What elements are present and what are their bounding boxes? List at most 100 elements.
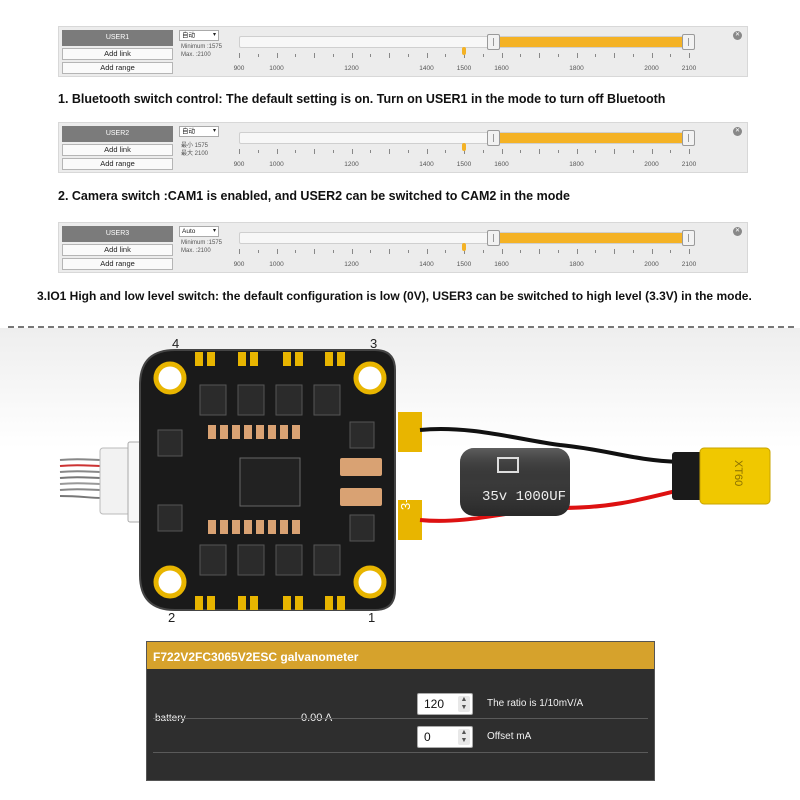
close-icon[interactable]: ✕	[733, 127, 742, 136]
mode-select[interactable]: Auto▾	[179, 226, 219, 237]
tick-label: 2000	[644, 65, 659, 72]
tick-mark	[501, 53, 503, 58]
tick-mark	[614, 249, 615, 254]
range-min-handle[interactable]	[487, 230, 501, 246]
add-link-button[interactable]: Add link	[62, 244, 173, 256]
tick-mark	[651, 249, 653, 254]
tick-mark	[276, 53, 278, 58]
tick-mark	[426, 53, 428, 58]
section-divider	[8, 326, 794, 328]
esc-board: 4 3 2 1 3-8S	[139, 336, 422, 625]
range-min-handle[interactable]	[487, 34, 501, 50]
add-link-button[interactable]: Add link	[62, 48, 173, 60]
tick-scale	[239, 249, 690, 255]
mode-select[interactable]: 自动▾	[179, 30, 219, 41]
tick-mark	[314, 53, 315, 58]
tick-label: 1200	[344, 261, 359, 268]
user3-channel-box: USER3 Add link Add range	[62, 226, 173, 270]
tick-mark	[632, 150, 634, 153]
user2-mode-panel: USER2 Add link Add range 自动▾ 最小 1575 最大 …	[58, 122, 748, 173]
tick-label: 1000	[269, 261, 284, 268]
tick-mark	[389, 149, 390, 154]
stepper-icon[interactable]: ▲▼	[458, 729, 470, 745]
tick-mark	[276, 249, 278, 254]
tick-mark	[332, 54, 334, 57]
tick-scale	[239, 53, 690, 59]
tick-mark	[501, 149, 503, 154]
ratio-input[interactable]: 120 ▲▼	[417, 693, 473, 715]
max-label: 最大 2100	[181, 151, 209, 157]
tick-mark	[295, 54, 297, 57]
caption-io-level: 3.IO1 High and low level switch: the def…	[37, 289, 752, 303]
tick-mark	[576, 249, 578, 254]
divider	[153, 718, 648, 719]
capacitor-label: 35v 1000UF	[482, 489, 566, 505]
offset-label: Offset mA	[487, 731, 532, 742]
tick-mark	[651, 53, 653, 58]
tick-mark	[295, 250, 297, 253]
range-max-handle[interactable]	[682, 130, 695, 146]
range-fill	[493, 133, 690, 143]
tick-mark	[389, 249, 390, 254]
tick-mark	[389, 53, 390, 58]
tick-mark	[426, 249, 428, 254]
add-link-button[interactable]: Add link	[62, 144, 173, 156]
tick-mark	[670, 250, 672, 253]
range-fill	[493, 37, 690, 47]
tick-mark	[257, 150, 259, 153]
tick-label: 1400	[419, 65, 434, 72]
tick-scale	[239, 149, 690, 155]
galvanometer-title: F722V2FC3065V2ESC galvanometer	[147, 642, 654, 669]
min-label: Minimum :1575	[181, 44, 223, 50]
min-label: 最小 1575	[181, 143, 209, 149]
offset-value: 0	[424, 730, 431, 744]
add-range-button[interactable]: Add range	[62, 158, 173, 170]
user3-label: USER3	[62, 226, 173, 242]
caption-bluetooth: 1. Bluetooth switch control: The default…	[58, 92, 666, 106]
add-range-button[interactable]: Add range	[62, 258, 173, 270]
tick-label: 1800	[569, 65, 584, 72]
tick-label: 1000	[269, 65, 284, 72]
close-icon[interactable]: ✕	[733, 227, 742, 236]
tick-label: 1400	[419, 161, 434, 168]
current-value-marker	[462, 143, 466, 151]
max-label: Max. :2100	[181, 248, 211, 254]
ratio-value: 120	[424, 697, 445, 711]
tick-mark	[239, 249, 240, 254]
tick-label: 900	[233, 261, 245, 268]
tick-mark	[520, 150, 522, 153]
tick-mark	[670, 150, 672, 153]
tick-mark	[520, 54, 522, 57]
mode-select[interactable]: 自动▾	[179, 126, 219, 137]
mount-hole	[153, 565, 187, 599]
tick-label: 1000	[269, 161, 284, 168]
close-icon[interactable]: ✕	[733, 31, 742, 40]
tick-label: 2100	[681, 261, 697, 268]
tick-mark	[239, 149, 240, 154]
offset-input[interactable]: 0 ▲▼	[417, 726, 473, 748]
tick-label: 1800	[569, 161, 584, 168]
tick-mark	[257, 54, 259, 57]
tick-mark	[595, 54, 597, 57]
tick-label: 2100	[681, 161, 697, 168]
tick-mark	[595, 150, 597, 153]
tick-mark	[482, 250, 484, 253]
add-range-button[interactable]: Add range	[62, 62, 173, 74]
chevron-down-icon: ▾	[212, 228, 216, 234]
tick-mark	[370, 150, 372, 153]
tick-mark	[670, 54, 672, 57]
tick-mark	[351, 249, 353, 254]
tick-mark	[539, 53, 540, 58]
caption-camera: 2. Camera switch :CAM1 is enabled, and U…	[58, 189, 570, 203]
tick-mark	[314, 149, 315, 154]
tick-mark	[482, 150, 484, 153]
mount-hole	[353, 361, 387, 395]
stepper-icon[interactable]: ▲▼	[458, 696, 470, 712]
mount-hole	[153, 361, 187, 395]
range-max-handle[interactable]	[682, 34, 695, 50]
user1-mode-panel: USER1 Add link Add range 自动▾ Minimum :15…	[58, 26, 748, 77]
range-max-handle[interactable]	[682, 230, 695, 246]
tick-mark	[351, 149, 353, 154]
negative-wire	[419, 427, 681, 464]
range-min-handle[interactable]	[487, 130, 501, 146]
